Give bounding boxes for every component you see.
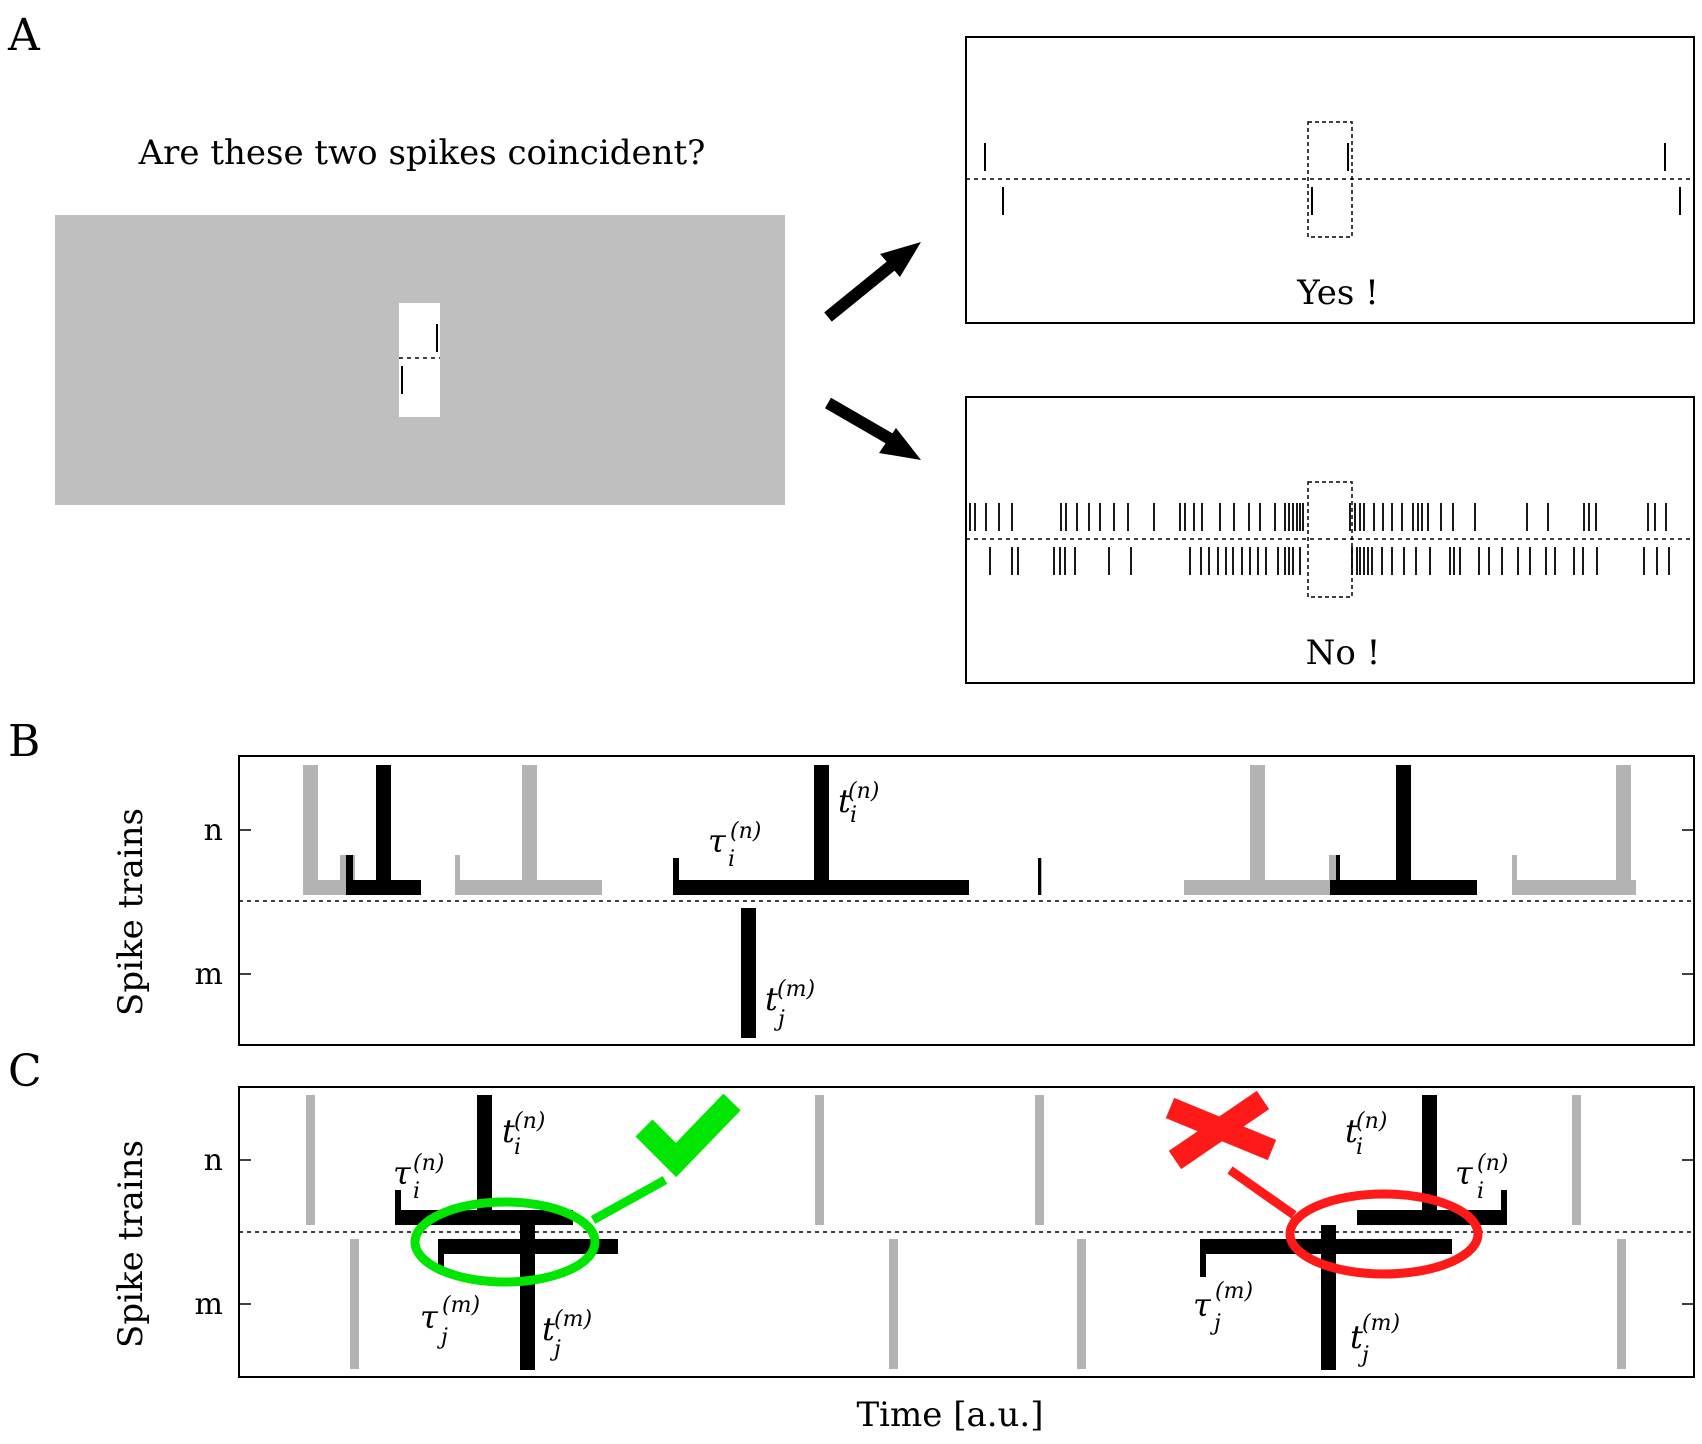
panel-c-label-t-j-m-left: t (m) j [542, 1307, 592, 1362]
svg-text:i: i [850, 803, 857, 828]
panel-c-label-t-j-m-right: t (m) j [1350, 1311, 1400, 1368]
panel-b-letter: B [8, 716, 40, 767]
panel-a-question: Are these two spikes coincident? [138, 133, 706, 173]
svg-text:t: t [1345, 1112, 1358, 1150]
check-icon [410, 1093, 741, 1287]
svg-text:(m): (m) [1362, 1311, 1400, 1336]
svg-text:(n): (n) [848, 779, 879, 804]
panel-c-label-tau-j-m-right: τ (m) j [1193, 1279, 1253, 1336]
svg-text:τ: τ [420, 1298, 439, 1336]
yes-spikes [984, 143, 1681, 215]
panel-b-label-t-j-m: t (m) j [765, 977, 815, 1032]
panel-b-gray-windows [303, 765, 1636, 895]
svg-text:(n): (n) [1477, 1151, 1508, 1176]
panel-c-label-tau-i-n-right: τ (n) i [1455, 1151, 1508, 1204]
panel-c-label-tau-j-m-left: τ (m) j [420, 1293, 480, 1350]
no-label: No ! [1306, 633, 1381, 673]
panel-c-label-t-i-n-right: t (n) i [1345, 1109, 1387, 1160]
svg-text:(m): (m) [1215, 1279, 1253, 1304]
svg-text:i: i [514, 1135, 521, 1160]
panel-c: n m Spike trains [111, 1086, 1695, 1378]
cross-icon [1165, 1090, 1483, 1279]
gray-window-box [55, 215, 785, 505]
svg-text:i: i [413, 1179, 420, 1204]
panel-c-label-tau-i-n-left: τ (n) i [393, 1151, 444, 1204]
panel-c-ylabel: Spike trains [111, 1140, 151, 1348]
svg-text:(n): (n) [730, 819, 761, 844]
panel-c-letter: C [8, 1046, 42, 1097]
svg-text:t: t [838, 782, 851, 820]
x-axis-label: Time [a.u.] [856, 1395, 1043, 1435]
svg-text:(m): (m) [442, 1293, 480, 1318]
svg-text:(n): (n) [514, 1109, 545, 1134]
svg-text:τ: τ [1193, 1286, 1212, 1324]
yes-label: Yes ! [1296, 273, 1379, 313]
svg-text:j: j [436, 1325, 448, 1350]
svg-text:t: t [1350, 1318, 1363, 1356]
panel-b-label-t-i-n: t (n) i [838, 779, 879, 828]
panel-b-black-windows [346, 765, 1477, 1038]
svg-text:i: i [728, 847, 735, 872]
panel-b-tick-m: m [195, 957, 223, 992]
panel-a-letter: A [7, 10, 41, 61]
svg-text:(n): (n) [413, 1151, 444, 1176]
no-spikes [969, 503, 1670, 575]
svg-text:(m): (m) [777, 977, 815, 1002]
arrow-icon-down [824, 397, 921, 460]
no-box: No ! [965, 396, 1695, 684]
panel-b-tick-n: n [204, 813, 223, 848]
panel-c-gray-spikes [306, 1095, 1626, 1369]
svg-text:τ: τ [708, 822, 727, 860]
panel-c-left-window [395, 1095, 618, 1370]
yes-box: Yes ! [965, 36, 1695, 324]
arrow-icon-up [824, 242, 921, 322]
svg-text:i: i [1356, 1135, 1363, 1160]
svg-text:(m): (m) [554, 1307, 592, 1332]
svg-text:i: i [1477, 1179, 1484, 1204]
svg-text:(n): (n) [1356, 1109, 1387, 1134]
svg-text:t: t [765, 980, 778, 1018]
svg-text:τ: τ [1455, 1154, 1474, 1192]
panel-c-tick-m: m [195, 1287, 223, 1322]
svg-text:j: j [1209, 1311, 1221, 1336]
panel-b-label-tau-i-n: τ (n) i [708, 819, 761, 872]
panel-b-ylabel: Spike trains [111, 808, 151, 1016]
svg-text:τ: τ [393, 1154, 412, 1192]
panel-c-label-t-i-n-left: t (n) i [502, 1109, 545, 1160]
svg-text:t: t [542, 1310, 555, 1348]
panel-b: n m Spike trains [111, 755, 1695, 1046]
svg-text:t: t [502, 1112, 515, 1150]
panel-c-tick-n: n [204, 1143, 223, 1178]
